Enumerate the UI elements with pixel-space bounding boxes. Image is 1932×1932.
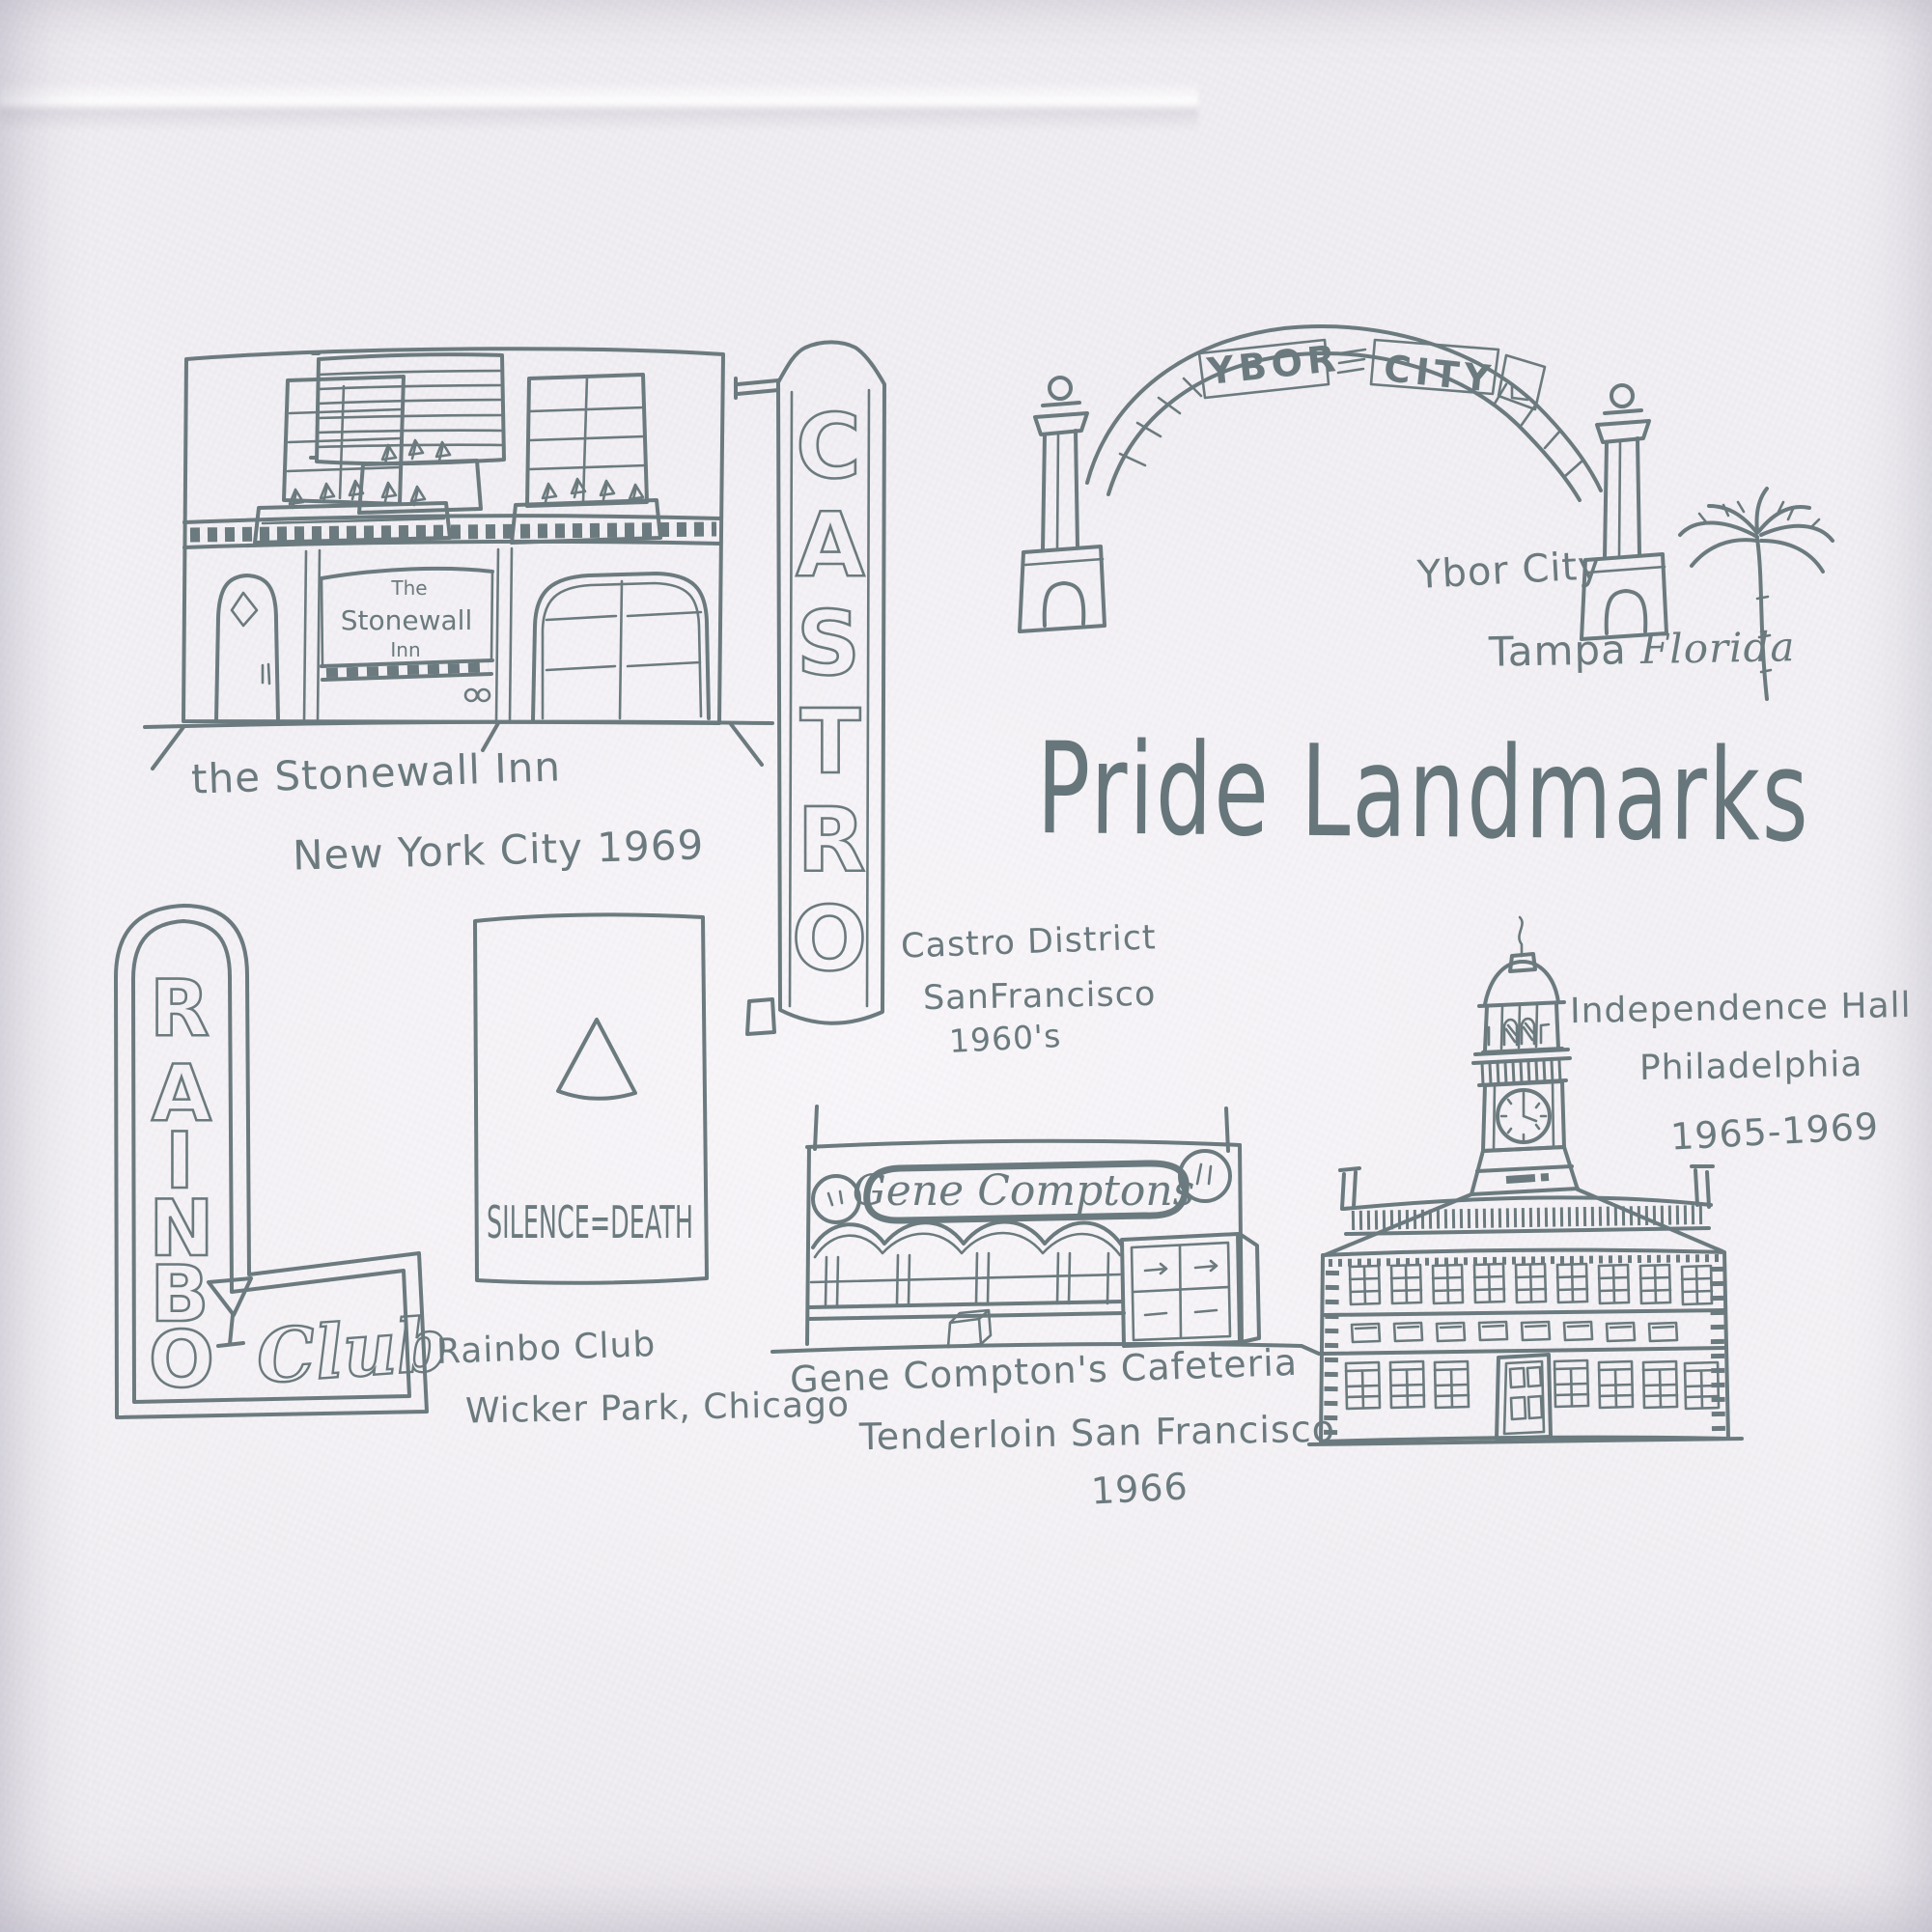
upper-window-right (525, 373, 649, 508)
hall-door (1495, 1353, 1553, 1441)
martini-glass-icon (207, 1276, 253, 1348)
stonewall-sign-line3: Inn (390, 638, 420, 661)
window (1641, 1359, 1679, 1410)
rainbo-letter: A (152, 1049, 211, 1138)
weathervane-icon (1518, 915, 1524, 958)
window (1638, 1263, 1672, 1305)
flower-icon (407, 438, 425, 461)
flower-icon (599, 479, 616, 501)
rainbo-letter: I (165, 1116, 194, 1206)
window (1433, 1359, 1470, 1410)
comptons-caption-line2: Tenderloin San Francisco (858, 1407, 1336, 1459)
castro-letter: R (798, 789, 866, 892)
ybor-caption-line2: Tampa Florida (1489, 623, 1796, 676)
stonewall-sign-line2: Stonewall (341, 604, 472, 636)
pride-flag-icon (309, 351, 506, 466)
independence-hall-illustration (1307, 915, 1744, 1446)
comptons-caption-line3: 1966 (1089, 1465, 1190, 1513)
rainbo-club-illustration: R A I N B O Club (114, 904, 452, 1419)
flower-box-center (357, 438, 483, 515)
window (1350, 1322, 1382, 1344)
window (1389, 1263, 1423, 1305)
triangle-icon (556, 1018, 637, 1101)
window (1680, 1264, 1714, 1306)
clock-icon (1496, 1088, 1552, 1144)
flower-icon (541, 482, 558, 504)
window (1514, 1262, 1548, 1304)
page-title: Pride Landmarks (1036, 716, 1811, 871)
window (1520, 1320, 1552, 1342)
equals-mark (1336, 348, 1367, 375)
flower-box-right (510, 477, 662, 545)
stonewall-door-right (531, 572, 711, 722)
window (1388, 1359, 1426, 1410)
tower-cupola (1481, 1002, 1564, 1054)
stonewall-door-left (214, 574, 280, 722)
rainbo-club-script: Club (254, 1301, 450, 1400)
comptons-door (1120, 1232, 1261, 1348)
rainbo-letter: B (151, 1249, 210, 1339)
comptons-sign-script: Gene Comptons (853, 1166, 1195, 1216)
window (1431, 1263, 1465, 1305)
arch-pillar-left (1018, 376, 1106, 633)
tower-dome (1477, 960, 1566, 1008)
independence-caption-line2: Philadelphia (1638, 1044, 1863, 1089)
flower-box-left (253, 479, 452, 545)
window (1477, 1320, 1509, 1342)
stonewall-inn-illustration: The Stonewall Inn (143, 347, 774, 770)
castro-letter: C (796, 395, 861, 498)
awning-scallops (811, 1219, 1124, 1249)
ybor-caption-florida: Florida (1639, 623, 1796, 674)
sign-medallion-right (1178, 1149, 1232, 1203)
palm-tree-icon (1678, 487, 1834, 701)
infinity-mark (476, 687, 491, 703)
window (1597, 1359, 1635, 1410)
tower-clock-stage (1481, 1079, 1566, 1153)
upper-window-left (282, 375, 406, 506)
window (1647, 1321, 1679, 1343)
ybor-caption-tampa: Tampa (1488, 626, 1628, 676)
castro-letter: S (797, 592, 860, 695)
stonewall-sign-line1: The (390, 576, 427, 600)
castro-letter: A (796, 493, 864, 597)
stonewall-sign: The Stonewall Inn (320, 566, 494, 682)
flower-icon (380, 481, 398, 503)
tower-balustrade (1480, 1059, 1565, 1084)
window (1348, 1264, 1382, 1306)
window (1555, 1262, 1589, 1304)
rainbo-letter: R (150, 964, 210, 1053)
flower-icon (380, 443, 398, 465)
independence-caption-line1: Independence Hall (1569, 985, 1912, 1032)
window (1597, 1263, 1631, 1305)
silence-death-poster-illustration: SILENCE=DEATH (473, 912, 709, 1285)
window (1392, 1321, 1424, 1343)
castro-caption-line2: SanFrancisco (922, 974, 1157, 1019)
window (1605, 1321, 1637, 1343)
castro-letter: T (800, 690, 861, 794)
window (1562, 1320, 1594, 1342)
roof-balustrade (1338, 1164, 1715, 1236)
silence-death-text: SILENCE=DEATH (487, 1196, 693, 1248)
window (1435, 1321, 1467, 1343)
window (1472, 1262, 1506, 1304)
window (1344, 1360, 1382, 1411)
castro-letter: O (792, 887, 867, 991)
sidewalk-box (946, 1308, 993, 1349)
rainbo-caption-line1: Rainbo Club (435, 1325, 657, 1372)
arch-word-city: CITY (1382, 347, 1497, 401)
rainbo-letter: O (149, 1315, 214, 1405)
castro-sign-illustration: C A S T R O (734, 340, 886, 1036)
arch-pillar-right (1580, 383, 1668, 641)
sign-medallion-left (811, 1174, 861, 1224)
rainbo-letter: N (150, 1184, 214, 1274)
gene-comptons-illustration: Gene Comptons (770, 1105, 1321, 1356)
tower-base (1470, 1145, 1580, 1196)
flower-icon (319, 482, 336, 504)
infinity-mark (463, 687, 479, 703)
ybor-city-arch-illustration: YBOR CITY (1018, 324, 1834, 701)
window (1553, 1358, 1590, 1409)
castro-caption-line3: 1960's (948, 1016, 1063, 1061)
